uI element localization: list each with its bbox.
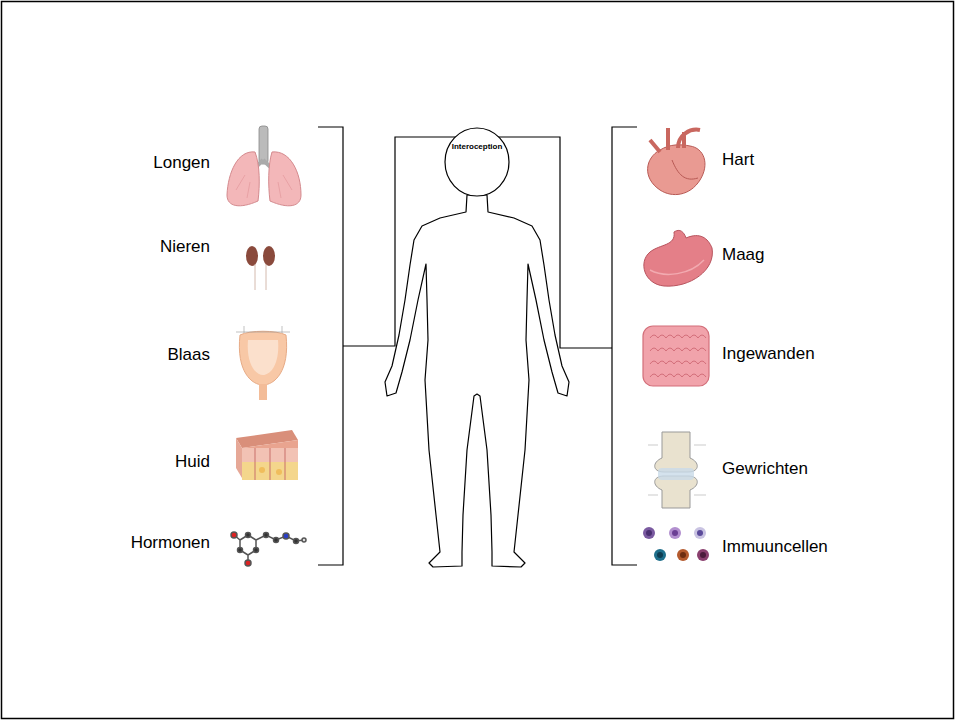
- organ-label: Blaas: [167, 345, 210, 365]
- organ-label: Huid: [175, 452, 210, 472]
- kidneys-icon: [246, 246, 275, 290]
- lungs-icon: [227, 126, 301, 206]
- head: [445, 128, 509, 196]
- joint-icon: [648, 432, 706, 508]
- human-outline: [385, 195, 569, 567]
- hormone-molecule-icon: [231, 532, 306, 566]
- head-label: Interoception: [452, 142, 503, 151]
- stomach-icon: [644, 230, 713, 286]
- organ-label: Hart: [722, 150, 754, 170]
- intestines-icon: [643, 326, 709, 386]
- organ-label: Ingewanden: [722, 344, 815, 364]
- bladder-icon: [236, 326, 290, 400]
- skin-icon: [236, 430, 298, 480]
- organ-label: Immuuncellen: [722, 537, 828, 557]
- heart-icon: [648, 128, 705, 195]
- immune-cells-icon: [643, 527, 709, 561]
- organ-label: Maag: [722, 245, 765, 265]
- organ-label: Nieren: [160, 237, 210, 257]
- organ-label: Hormonen: [131, 533, 210, 553]
- organ-label: Gewrichten: [722, 459, 808, 479]
- organ-label: Longen: [153, 153, 210, 173]
